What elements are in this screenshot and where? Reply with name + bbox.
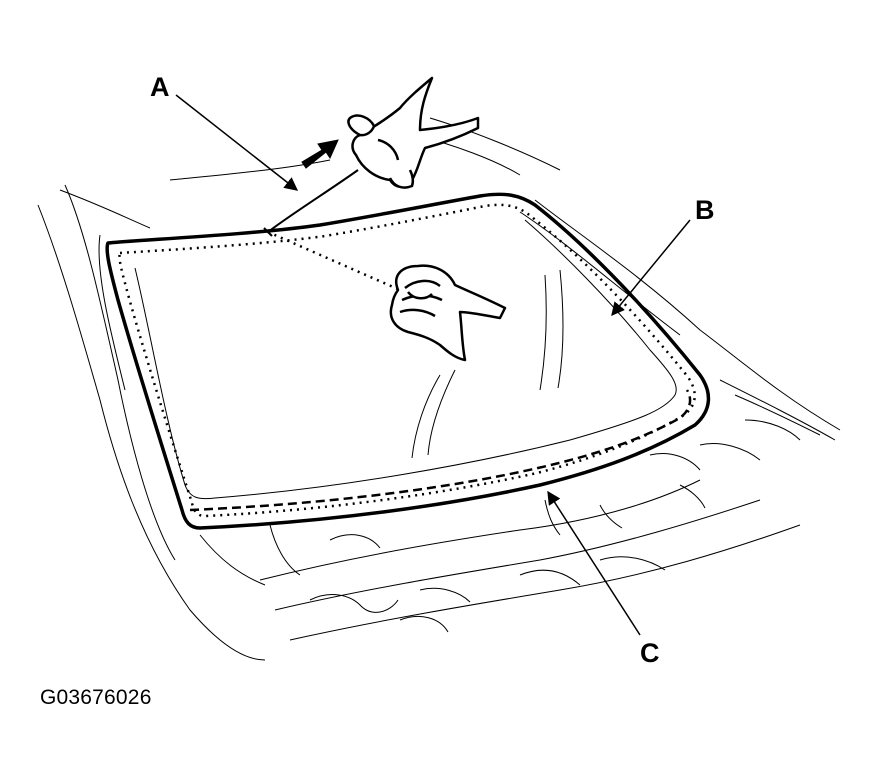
leader-line-a	[175, 94, 299, 191]
leader-lines	[175, 94, 691, 636]
car-body-lines	[37, 117, 841, 661]
figure-code: G03676026	[40, 686, 152, 709]
glass-inner-edge	[134, 219, 677, 500]
upper-hand-illustration	[347, 76, 480, 189]
leader-line-c	[547, 490, 641, 636]
glass-reflection-lines	[411, 269, 564, 459]
cutting-wire	[263, 169, 401, 292]
leader-line-b	[611, 219, 691, 317]
callout-label-a: A	[150, 72, 170, 102]
callout-label-c: C	[640, 638, 660, 668]
windshield-outer-edge	[105, 192, 711, 530]
callout-label-b: B	[695, 195, 715, 225]
lower-hand-illustration	[389, 264, 507, 362]
urethane-bead-dotted	[118, 203, 696, 518]
molding-dashed-outline	[189, 389, 692, 512]
pull-direction-arrow	[301, 139, 339, 169]
